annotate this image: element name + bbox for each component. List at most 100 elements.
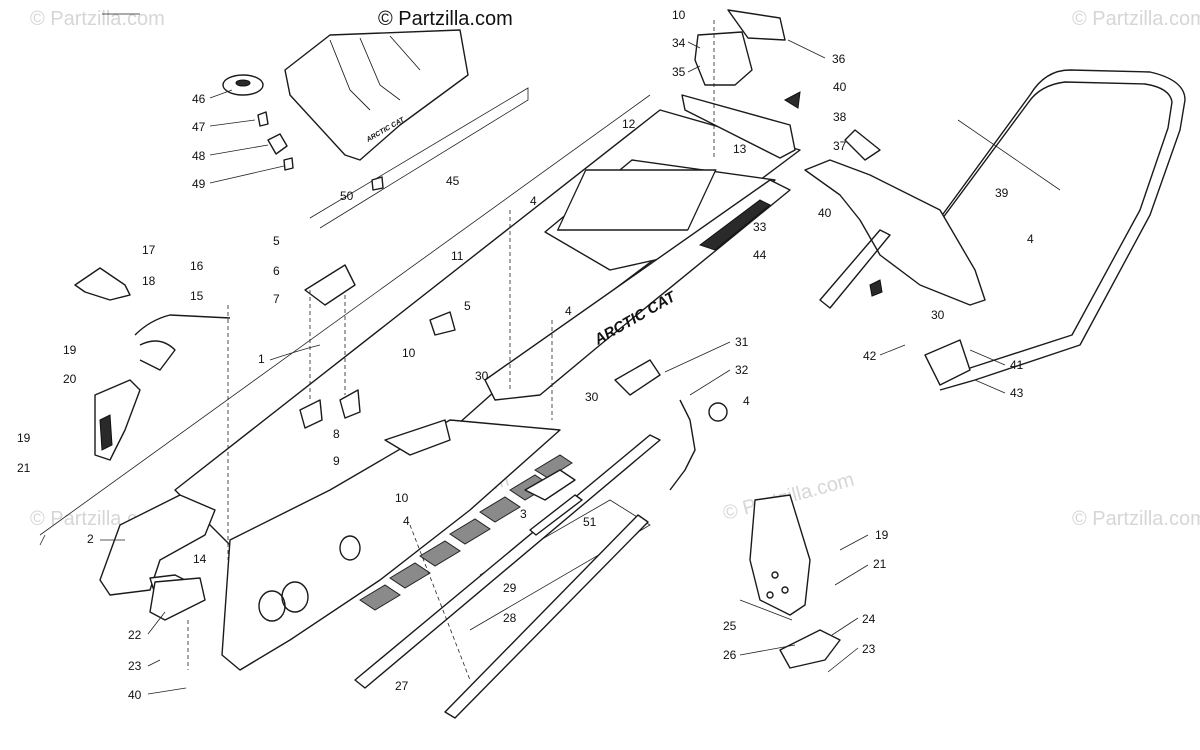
flap-bracket-38 (844, 129, 881, 161)
callout-10a: 10 (402, 346, 416, 360)
callout-41: 41 (1010, 358, 1024, 372)
tunnel-assembly: ARCTIC CAT (99, 109, 801, 719)
callout-10c: 10 (672, 8, 686, 22)
washer-4-right (708, 402, 728, 422)
bumper-hoop-inner (927, 81, 1173, 369)
callout-labels: 1 2 3 4 4 4 4 4 5 5 6 7 8 9 10 10 10 11 … (17, 8, 1034, 702)
callout-51: 51 (583, 515, 597, 529)
watermark-top-right: © Partzilla.com (1072, 8, 1200, 30)
tail-light-housing (694, 31, 753, 86)
callout-47: 47 (192, 120, 206, 134)
seat-assembly: ARCTIC CAT (222, 29, 469, 191)
callout-2: 2 (87, 532, 94, 546)
footrest-hole-3 (766, 591, 774, 599)
callout-30a: 30 (475, 369, 489, 383)
grommet-8 (299, 399, 323, 429)
callout-leaders (102, 13, 715, 681)
callout-4e: 4 (1027, 232, 1034, 246)
callout-4a: 4 (530, 194, 537, 208)
callout-42: 42 (863, 349, 877, 363)
callout-39: 39 (995, 186, 1009, 200)
callout-22: 22 (128, 628, 142, 642)
arrow-marker-lower (869, 279, 883, 297)
plate-24 (779, 629, 841, 669)
callout-13: 13 (733, 142, 747, 156)
tail-light-lens (727, 9, 786, 41)
callout-4c: 4 (403, 514, 410, 528)
callout-23a: 23 (128, 659, 142, 673)
callout-15: 15 (190, 289, 204, 303)
callout-40b: 40 (818, 206, 832, 220)
tunnel-end-hardware (681, 9, 796, 159)
callout-9: 9 (333, 454, 340, 468)
side-hole-3 (339, 535, 361, 561)
callout-27: 27 (395, 679, 409, 693)
bumper-bracket-line (957, 119, 1061, 191)
footrest-hole-2 (781, 586, 789, 594)
front-bracket (99, 494, 216, 596)
watermark-mid-right: © Partzilla.com (1072, 508, 1200, 530)
bracket-5 (429, 311, 456, 336)
rail-bracket (529, 494, 583, 536)
tunnel-access-panel (556, 169, 717, 231)
cover-17 (74, 267, 131, 301)
callout-21b: 21 (873, 557, 887, 571)
clip-3 (524, 469, 576, 501)
chain-32 (669, 399, 696, 491)
left-parts (74, 267, 231, 621)
callout-45: 45 (446, 174, 460, 188)
callout-30b: 30 (585, 390, 599, 404)
seat-bag-seams (329, 35, 421, 111)
bracket-31 (614, 359, 661, 396)
tunnel-outline-edge (39, 534, 46, 546)
callout-33: 33 (753, 220, 767, 234)
guard-20-slot (99, 414, 113, 451)
callout-6: 6 (273, 264, 280, 278)
tunnel-outline-line (39, 94, 651, 536)
bumper-bracket (924, 339, 971, 386)
callout-4b: 4 (565, 304, 572, 318)
callout-19a: 19 (63, 343, 77, 357)
callout-18: 18 (142, 274, 156, 288)
callout-16: 16 (190, 259, 204, 273)
callout-43: 43 (1010, 386, 1024, 400)
right-lower-parts (524, 359, 841, 669)
callout-12: 12 (622, 117, 636, 131)
callout-28: 28 (503, 611, 517, 625)
grommet-9 (339, 389, 361, 419)
callout-19c: 19 (875, 528, 889, 542)
callout-7: 7 (273, 292, 280, 306)
callout-21a: 21 (17, 461, 31, 475)
washer-49 (283, 157, 294, 171)
callout-29: 29 (503, 581, 517, 595)
seat-group-bracket (309, 87, 529, 229)
running-board-tube (444, 514, 649, 719)
callout-8: 8 (333, 427, 340, 441)
arrow-marker-upper (783, 91, 801, 109)
callout-19b: 19 (17, 431, 31, 445)
callout-5b: 5 (464, 299, 471, 313)
callout-17: 17 (142, 243, 156, 257)
snow-flap (804, 159, 986, 306)
callout-36: 36 (832, 52, 846, 66)
watermark-top-left: © Partzilla.com (30, 8, 165, 30)
footrest-25 (749, 494, 811, 616)
cap-46-center (235, 79, 251, 87)
side-hole-2 (281, 581, 309, 613)
callout-30c: 30 (931, 308, 945, 322)
callout-37: 37 (833, 139, 847, 153)
reference-lines (39, 87, 1061, 631)
bushing-48 (267, 133, 288, 155)
plate-22 (149, 577, 206, 621)
callout-31: 31 (735, 335, 749, 349)
callout-48: 48 (192, 149, 206, 163)
rear-bracket (384, 419, 451, 456)
callout-40c: 40 (128, 688, 142, 702)
callout-40a: 40 (833, 80, 847, 94)
callout-32: 32 (735, 363, 749, 377)
nut-50 (371, 176, 384, 191)
tunnel-side-left (221, 419, 561, 671)
callout-4d: 4 (743, 394, 750, 408)
callout-49: 49 (192, 177, 206, 191)
